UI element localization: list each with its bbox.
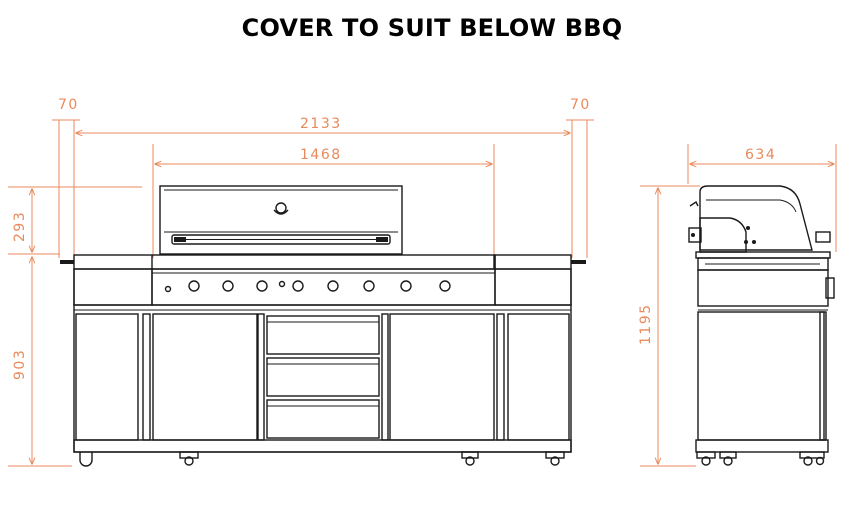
hood-handle bbox=[171, 234, 391, 245]
right-center-door bbox=[389, 313, 495, 441]
side-upper-cabinet bbox=[697, 269, 829, 307]
knob-3 bbox=[256, 280, 268, 292]
dim-right-overhang: 70 bbox=[570, 97, 591, 113]
castor-2 bbox=[184, 456, 194, 466]
side-castor-4 bbox=[815, 456, 825, 466]
castors-front bbox=[79, 451, 565, 467]
dim-cabinet-height: 903 bbox=[12, 349, 28, 380]
side-control-bulge bbox=[699, 217, 747, 253]
castor-4-mount bbox=[545, 451, 565, 459]
knob-2 bbox=[222, 280, 234, 292]
dim-side-height: 1195 bbox=[638, 303, 654, 345]
right-door-handle bbox=[496, 313, 505, 441]
front-dimensions: 70 70 2133 1468 293 903 bbox=[8, 97, 594, 467]
knob-7 bbox=[400, 280, 412, 292]
control-knobs bbox=[164, 280, 451, 293]
castor-4 bbox=[550, 456, 560, 466]
side-counter bbox=[695, 251, 831, 259]
side-gas-fitting bbox=[825, 277, 835, 299]
left-door-handle bbox=[142, 313, 151, 441]
castor-1 bbox=[79, 452, 93, 467]
side-lower-cabinet bbox=[697, 311, 825, 441]
handle-bracket-right bbox=[376, 237, 388, 242]
drawer-frame-right bbox=[381, 313, 389, 441]
indicator-light bbox=[278, 280, 286, 288]
right-side-shelf bbox=[494, 254, 572, 270]
right-panel bbox=[494, 268, 572, 306]
logo-ring bbox=[275, 202, 287, 214]
drawer-3 bbox=[266, 399, 380, 439]
knob-4 bbox=[292, 280, 304, 292]
side-base bbox=[695, 439, 829, 453]
dim-hood-width: 1468 bbox=[300, 147, 342, 163]
knob-5 bbox=[327, 280, 339, 292]
counter-top bbox=[73, 254, 496, 270]
left-panel bbox=[73, 268, 153, 306]
knob-6 bbox=[363, 280, 375, 292]
side-castor-2-mount bbox=[719, 451, 737, 459]
side-castor-2 bbox=[723, 456, 733, 466]
knob-8 bbox=[439, 280, 451, 292]
control-panel bbox=[151, 268, 496, 306]
side-rear-handle bbox=[815, 231, 831, 243]
ignition-button bbox=[164, 285, 172, 293]
dim-side-depth: 634 bbox=[745, 147, 776, 163]
left-door bbox=[75, 313, 139, 441]
side-hood-handle bbox=[688, 227, 702, 243]
bbq-side-view bbox=[688, 185, 835, 466]
side-rear-post bbox=[819, 311, 827, 441]
side-castor-3-mount bbox=[799, 451, 825, 459]
knob-1 bbox=[188, 280, 200, 292]
left-center-door bbox=[152, 313, 258, 441]
side-knob-dot-2 bbox=[744, 240, 748, 244]
right-door bbox=[507, 313, 570, 441]
side-castor-3 bbox=[803, 456, 813, 466]
dim-hood-height: 293 bbox=[12, 211, 28, 242]
left-towel-bar bbox=[60, 260, 74, 264]
drawer-frame-left bbox=[257, 313, 265, 441]
side-knob-dot-1 bbox=[746, 226, 750, 230]
dim-left-overhang: 70 bbox=[58, 97, 79, 113]
dim-overall-width: 2133 bbox=[300, 116, 342, 132]
side-knob-dot-3 bbox=[752, 240, 756, 244]
castor-2-mount bbox=[179, 451, 199, 459]
side-hood bbox=[699, 185, 813, 251]
cabinet-base bbox=[73, 439, 572, 453]
drawer-1 bbox=[266, 315, 380, 355]
drawer-2 bbox=[266, 357, 380, 397]
hood-logo bbox=[273, 202, 289, 215]
side-handle-dot bbox=[691, 233, 695, 237]
right-towel-bar bbox=[571, 260, 586, 264]
hood bbox=[159, 185, 403, 255]
handle-bracket-left bbox=[174, 237, 186, 242]
side-castor-1 bbox=[701, 456, 711, 466]
logo-swoosh bbox=[273, 209, 289, 215]
castor-3-mount bbox=[461, 451, 479, 459]
side-hood-line bbox=[706, 199, 797, 213]
side-dimensions: 634 1195 bbox=[638, 144, 837, 467]
castor-3 bbox=[465, 456, 475, 466]
diagram-title: COVER TO SUIT BELOW BBQ bbox=[241, 14, 623, 42]
side-thermometer bbox=[689, 200, 699, 207]
side-castor-1-mount bbox=[696, 451, 716, 459]
bbq-front-view bbox=[60, 185, 586, 467]
